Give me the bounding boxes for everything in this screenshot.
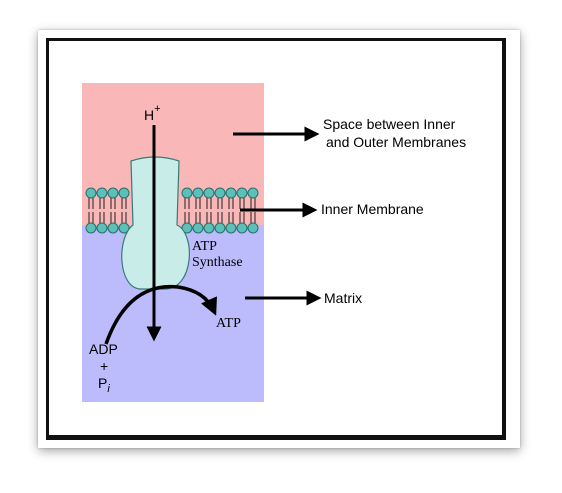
- lipid-head: [107, 222, 119, 234]
- lipid-head: [118, 187, 130, 199]
- proton-label: H+: [144, 103, 161, 123]
- inner-membrane-label: Inner Membrane: [321, 201, 424, 217]
- lipid-head: [118, 222, 130, 234]
- lipid-head: [203, 222, 215, 234]
- lipid-head: [236, 187, 248, 199]
- lipid-head: [192, 222, 204, 234]
- plus-label: +: [100, 358, 108, 374]
- space-label-line2: and Outer Membranes: [326, 134, 466, 150]
- lipid-head: [247, 187, 259, 199]
- lipid-head: [214, 222, 226, 234]
- atp-product-label: ATP: [216, 316, 241, 331]
- lipid-head: [225, 222, 237, 234]
- lipid-head: [107, 187, 119, 199]
- space-label-line1: Space between Inner: [323, 116, 456, 132]
- lipid-head: [181, 187, 193, 199]
- lipid-head: [236, 222, 248, 234]
- lipid-head: [225, 187, 237, 199]
- lipid-head: [203, 187, 215, 199]
- atp-synthase-label-1: ATP: [192, 239, 217, 254]
- lipid-head: [247, 222, 259, 234]
- lipid-head: [214, 187, 226, 199]
- reaction-curve-arrow: [104, 284, 217, 345]
- lipid-head: [96, 222, 108, 234]
- atp-synthase-label-2: Synthase: [192, 255, 243, 270]
- lipid-head: [192, 187, 204, 199]
- matrix-label: Matrix: [324, 290, 362, 306]
- phosphate-label: Pi: [98, 375, 110, 395]
- adp-label: ADP: [89, 341, 118, 357]
- diagram-frame: [46, 38, 506, 440]
- lipid-bilayer: [85, 187, 259, 234]
- lipid-head: [85, 222, 97, 234]
- lipid-head: [85, 187, 97, 199]
- atp-synthase-protein: [121, 156, 190, 290]
- lipid-head: [96, 187, 108, 199]
